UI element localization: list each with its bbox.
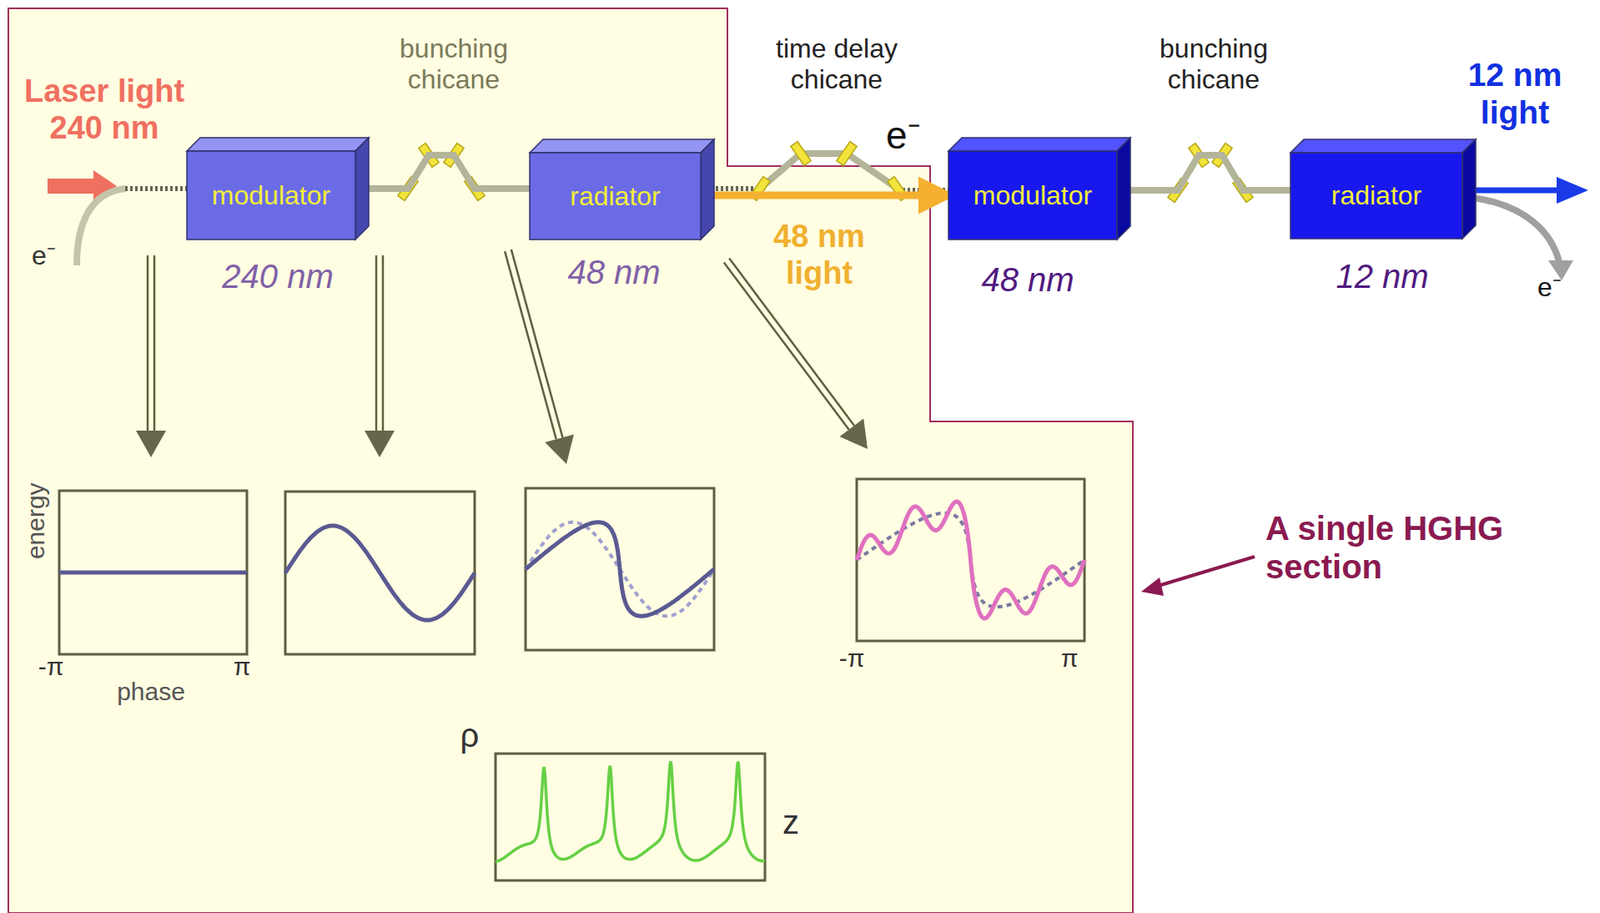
callout-arrowhead: [1141, 577, 1164, 596]
electron-entry: [76, 188, 126, 266]
arrow-head: [544, 433, 574, 464]
light-arrow: [700, 191, 949, 200]
plot-frame: [525, 488, 715, 650]
box-label: radiator: [569, 181, 661, 212]
arrow-shaft: [146, 255, 150, 431]
box-side: [700, 139, 715, 240]
plot-frame: [59, 490, 247, 655]
undulator-box: radiator: [529, 152, 701, 240]
box-front: [529, 152, 701, 240]
arrow-shaft: [153, 255, 156, 431]
annotation: ρ: [460, 715, 480, 755]
electron-beam: [355, 155, 530, 189]
box-label: radiator: [1331, 180, 1423, 212]
box-top: [1290, 139, 1476, 153]
annotation: Laser light 240 nm: [12, 73, 197, 146]
box-front: [948, 150, 1117, 240]
annotation: 48 nm: [981, 260, 1074, 299]
annotation: π: [233, 652, 252, 682]
annotation: π: [1061, 644, 1079, 674]
annotation: phase: [116, 677, 186, 707]
arrow-shaft: [382, 255, 385, 431]
annotation: 12 nm: [1335, 256, 1429, 296]
annotation: 12 nm light: [1452, 56, 1578, 132]
modulated-energy: [285, 525, 475, 620]
box-label: modulator: [211, 180, 331, 212]
box-top: [186, 137, 369, 151]
arrow-shaft: [375, 255, 378, 431]
magnet: [790, 141, 811, 167]
undulator-box: modulator: [186, 150, 356, 240]
annotation: 240 nm: [221, 256, 333, 296]
light-arrow: [1462, 187, 1560, 194]
radiated-energy: [856, 501, 1085, 619]
annotation: 48 nm: [567, 252, 660, 292]
box-front: [1290, 152, 1463, 239]
annotation: e⁻: [31, 240, 56, 272]
density-curve: [495, 760, 765, 861]
pointer-arrows: [135, 249, 868, 464]
previous-curve: [525, 522, 715, 617]
annotation: bunching chicane: [1134, 33, 1294, 96]
arrow-shaft: [511, 249, 564, 438]
magnet-block: [790, 141, 811, 167]
box-label: modulator: [973, 180, 1092, 212]
annotation: -π: [38, 652, 65, 682]
annotation: z: [782, 802, 800, 841]
light-arrowhead: [1556, 176, 1589, 204]
box-top: [948, 137, 1131, 151]
annotation: time delay chicane: [736, 33, 937, 96]
bunched-energy: [525, 522, 715, 617]
hghg-region: [8, 8, 1133, 913]
arrow-head: [839, 418, 868, 449]
flat-energy: [59, 570, 247, 575]
electron-exit: [1462, 196, 1560, 266]
arrow-head: [135, 430, 167, 458]
annotation: bunching chicane: [374, 33, 534, 96]
annotation: energy: [21, 482, 51, 559]
annotation: e⁻: [1537, 271, 1562, 303]
magnet: [836, 141, 857, 167]
callout-arrow: [1155, 556, 1255, 587]
electron-beam: [1116, 155, 1291, 191]
plot-frame: [285, 491, 475, 655]
phase-space-plots: [59, 478, 1085, 881]
plot-frame: [495, 753, 765, 881]
box-side: [355, 137, 369, 240]
plot-frame: [856, 478, 1085, 641]
time-delay-chicane: [759, 153, 898, 189]
annotation: A single HGHG section: [1265, 508, 1583, 586]
arrow-head: [364, 430, 395, 458]
box-top: [529, 139, 715, 153]
beam-dotted: [125, 186, 187, 192]
magnet-block: [836, 141, 857, 167]
undulator-box: radiator: [1290, 152, 1463, 239]
box-front: [186, 150, 356, 240]
box-side: [1462, 139, 1476, 239]
annotation: -π: [839, 644, 866, 674]
edge-label: 48 nm light: [752, 218, 886, 292]
box-side: [1116, 137, 1131, 240]
annotation: e⁻: [885, 113, 921, 158]
arrow-shaft: [504, 251, 557, 439]
undulator-box: modulator: [948, 150, 1117, 240]
